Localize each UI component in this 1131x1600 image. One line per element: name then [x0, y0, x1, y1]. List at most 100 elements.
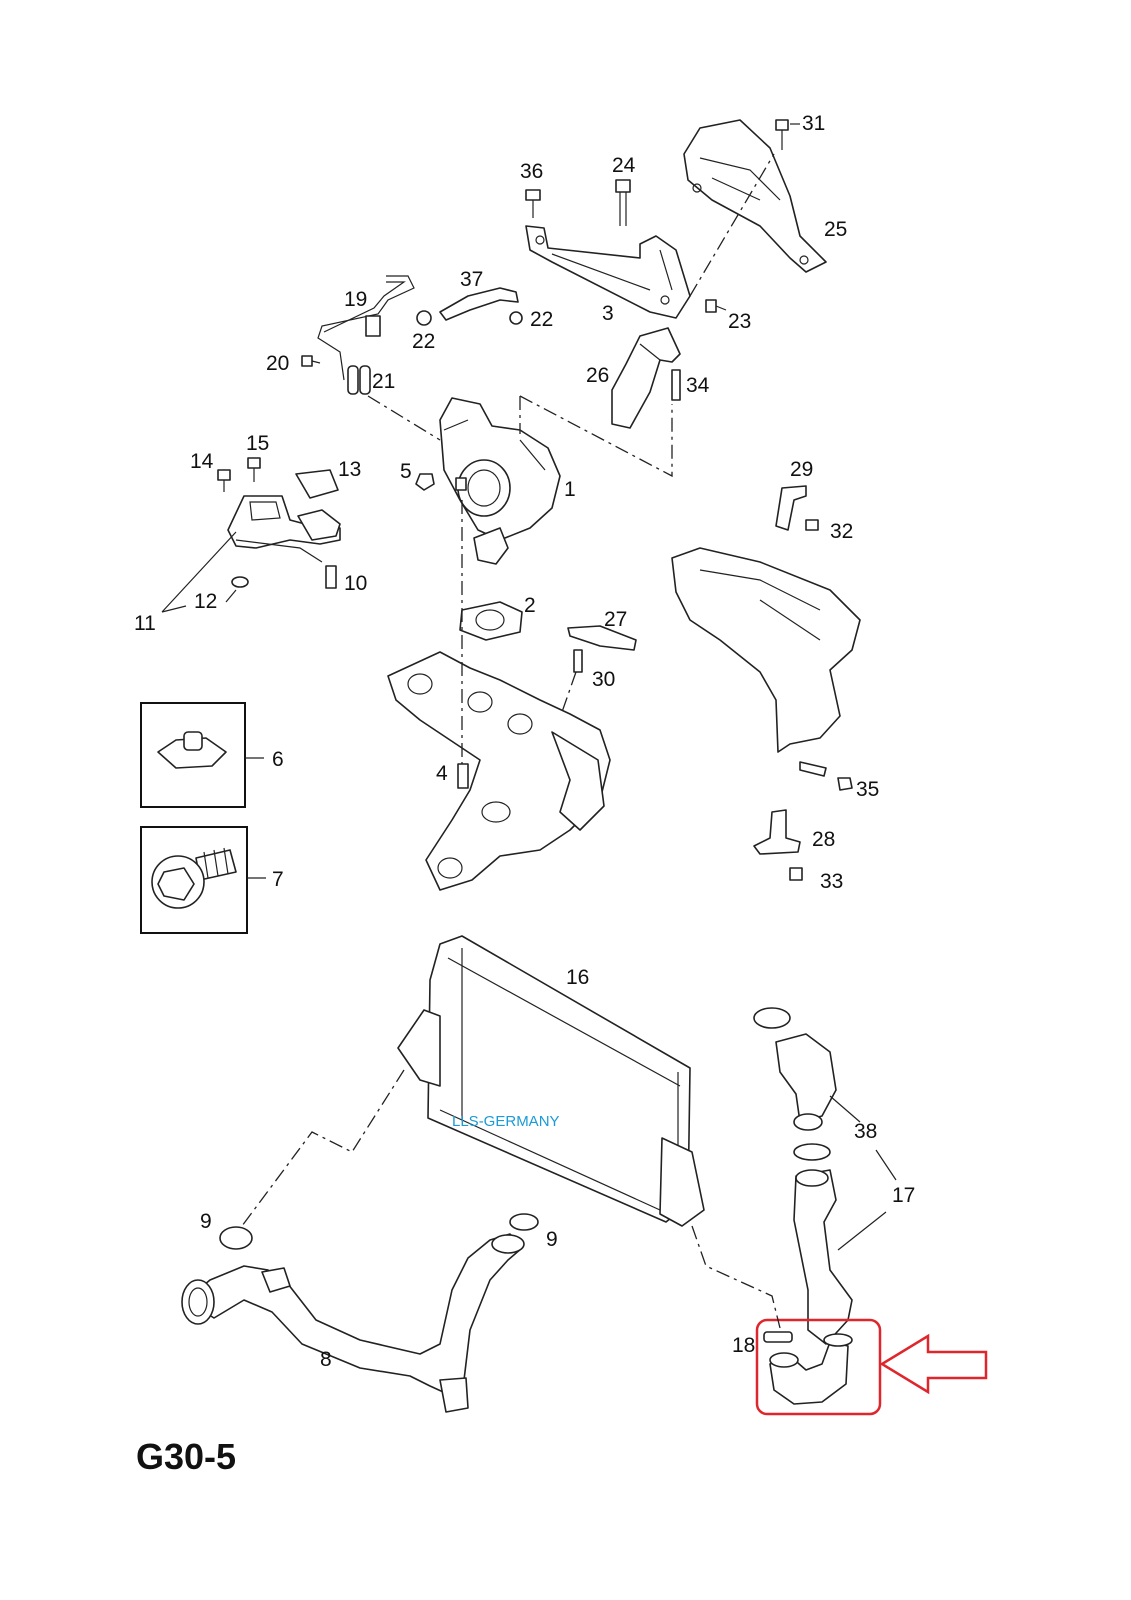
charge-pipe-8 — [181, 1233, 525, 1413]
callout-7: 7 — [272, 868, 284, 891]
clamp-middle — [793, 1143, 831, 1161]
bracket-29 — [775, 485, 807, 531]
callout-31: 31 — [802, 112, 825, 135]
callout-4: 4 — [436, 762, 448, 785]
callout-2: 2 — [524, 594, 536, 617]
assembly-line-1 — [689, 153, 775, 297]
callout-13: 13 — [338, 458, 361, 481]
bracket-27 — [567, 625, 637, 651]
callout-23: 23 — [728, 310, 751, 333]
hose-38 — [775, 1033, 837, 1131]
callout-3: 3 — [602, 302, 614, 325]
gasket-13 — [295, 469, 339, 499]
callout-10: 10 — [344, 572, 367, 595]
bolt-20 — [301, 355, 321, 367]
callout-36: 36 — [520, 160, 543, 183]
intercooler-16 — [397, 935, 705, 1227]
leader-17 — [837, 1149, 897, 1251]
clamp-9-right — [509, 1213, 539, 1231]
bolt-33 — [789, 867, 803, 881]
bolt-23 — [705, 299, 727, 313]
assembly-line-8 — [691, 1225, 781, 1329]
bolt-10 — [325, 565, 337, 589]
diagram-code: G30-5 — [136, 1436, 237, 1477]
assembly-line-6 — [561, 671, 577, 713]
gaskets-21 — [347, 365, 371, 395]
callout-22-left: 22 — [412, 330, 435, 353]
turbocharger-1 — [439, 397, 561, 565]
heat-shield-25 — [683, 119, 827, 273]
highlight-arrow — [879, 1333, 988, 1395]
callout-26: 26 — [586, 364, 609, 387]
stud-4 — [457, 763, 469, 789]
clamp-9-left — [219, 1226, 253, 1250]
heat-shield-26 — [611, 327, 681, 429]
callout-28: 28 — [812, 828, 835, 851]
leader-38 — [829, 1095, 861, 1123]
clamp-top — [753, 1007, 791, 1029]
highlight-frame — [755, 1318, 882, 1416]
callout-24: 24 — [612, 154, 636, 177]
callout-16: 16 — [566, 966, 589, 989]
assembly-line-7 — [241, 1069, 405, 1227]
detail-box-6 — [140, 702, 246, 808]
callout-9-left: 9 — [200, 1210, 212, 1233]
bolt-15 — [247, 457, 261, 482]
callout-19: 19 — [344, 288, 367, 311]
detail-box-7 — [140, 826, 248, 934]
bolt-14 — [217, 469, 231, 492]
seal-ring-12 — [231, 576, 249, 588]
banjo-22b — [509, 311, 523, 325]
callout-35: 35 — [856, 778, 879, 801]
callout-15: 15 — [246, 432, 269, 455]
callouts: 1 2 3 4 5 6 7 8 9 9 10 11 12 13 14 15 16… — [134, 112, 915, 1371]
leader-11 — [161, 531, 237, 613]
banjo-22a — [416, 310, 432, 326]
callout-12: 12 — [194, 590, 217, 613]
stud-35 — [799, 761, 853, 791]
oil-pipe-37 — [439, 287, 519, 321]
callout-27: 27 — [604, 608, 627, 631]
callout-17: 17 — [892, 1184, 915, 1207]
hose-18 — [763, 1331, 853, 1405]
callout-14: 14 — [190, 450, 214, 473]
assembly-line-3 — [519, 395, 673, 478]
bolt-36 — [525, 189, 541, 218]
bracket-3 — [525, 225, 691, 319]
callout-1: 1 — [564, 478, 576, 501]
callout-6: 6 — [272, 748, 284, 771]
callout-9-right: 9 — [546, 1228, 558, 1251]
bolt-31 — [775, 119, 789, 150]
charge-pipe-17 — [793, 1169, 853, 1345]
callout-21: 21 — [372, 370, 395, 393]
exhaust-manifold — [387, 651, 611, 891]
assembly-line-2 — [367, 395, 441, 441]
callout-37: 37 — [460, 268, 483, 291]
bolt-24 — [615, 179, 631, 226]
callout-29: 29 — [790, 458, 813, 481]
callout-22-right: 22 — [530, 308, 553, 331]
callout-30: 30 — [592, 668, 615, 691]
stud-30 — [573, 649, 583, 673]
oil-return-pipe-11 — [227, 495, 341, 563]
stud-34 — [671, 369, 681, 401]
callout-18: 18 — [732, 1334, 755, 1357]
callout-38: 38 — [854, 1120, 877, 1143]
callout-20: 20 — [266, 352, 289, 375]
nut-5 — [415, 473, 435, 491]
oil-feed-pipe-19 — [317, 275, 415, 381]
callout-33: 33 — [820, 870, 843, 893]
callout-25: 25 — [824, 218, 847, 241]
watermark: LLS-GERMANY — [452, 1113, 560, 1130]
callout-5: 5 — [400, 460, 412, 483]
callout-32: 32 — [830, 520, 853, 543]
bolt-32 — [805, 519, 819, 531]
leader-12 — [225, 589, 237, 603]
callout-8: 8 — [320, 1348, 332, 1371]
bracket-28 — [753, 809, 801, 855]
manifold-heat-shield — [671, 547, 861, 753]
callout-11: 11 — [134, 612, 156, 635]
callout-34: 34 — [686, 374, 710, 397]
gasket-2 — [459, 601, 523, 641]
